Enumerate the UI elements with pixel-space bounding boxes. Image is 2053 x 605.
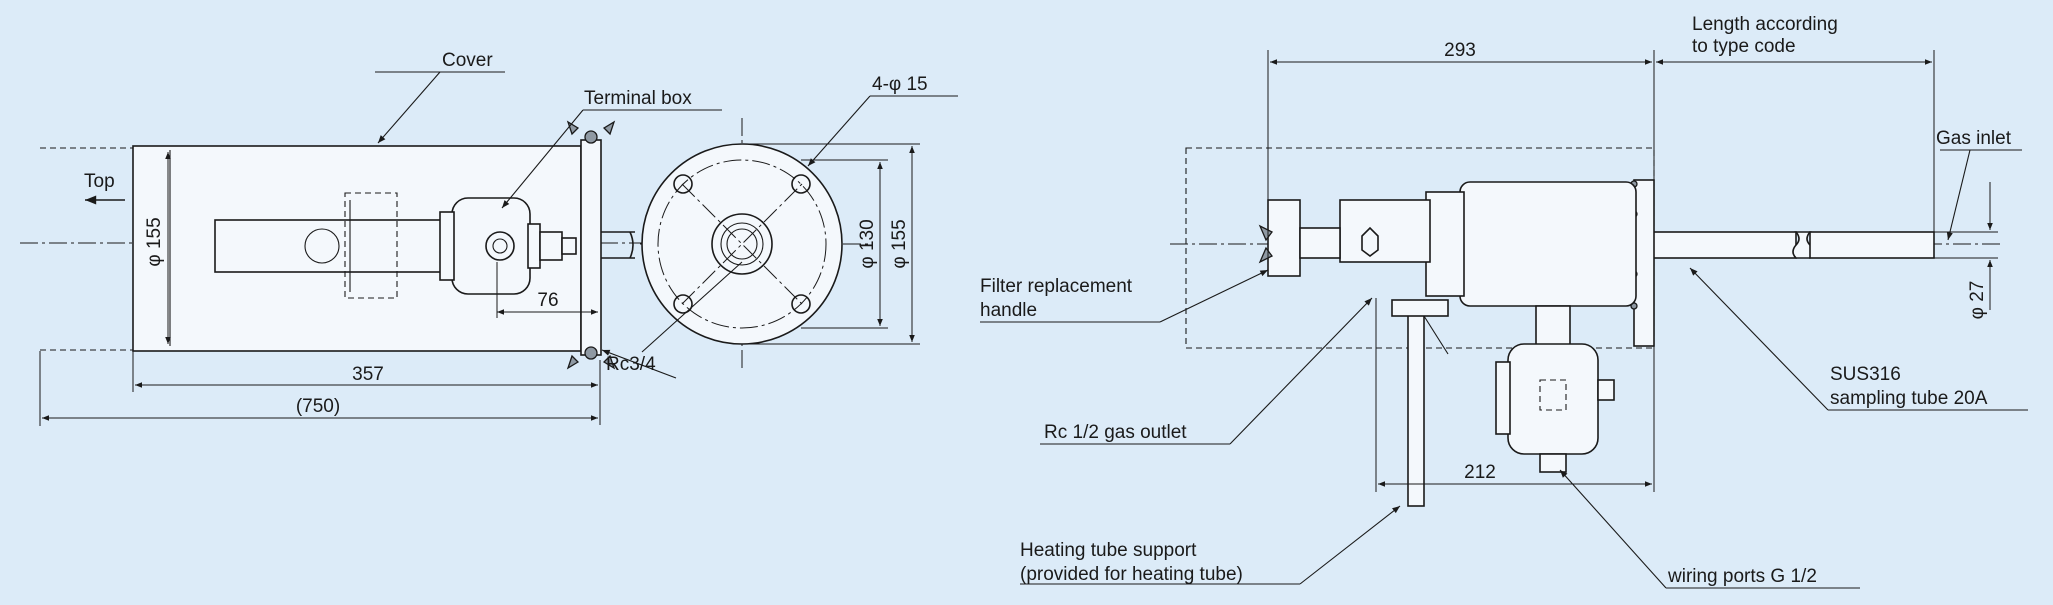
top-label: Top	[84, 171, 115, 192]
side-flange	[1633, 179, 1655, 347]
flange-view	[640, 118, 870, 372]
dim-dia155-left: φ 155	[144, 217, 165, 266]
wiring-label: wiring ports G 1/2	[1667, 566, 1817, 587]
gas-inlet-label: Gas inlet	[1936, 128, 2012, 149]
dim-357: 357	[352, 364, 384, 385]
cover-label: Cover	[442, 50, 493, 71]
flange-circle	[641, 143, 843, 345]
dim-212: 212	[1464, 462, 1496, 483]
dim-dia27: φ 27	[1967, 281, 1988, 320]
length-label-line1: Length according	[1692, 14, 1838, 35]
sus-label-line1: SUS316	[1830, 364, 1901, 385]
dim-293: 293	[1444, 40, 1476, 61]
sus-label-line2: sampling tube 20A	[1830, 388, 1988, 409]
side-main-body	[1459, 181, 1637, 307]
support-label-line1: Heating tube support	[1020, 540, 1197, 561]
rc34-label: Rc3/4	[606, 354, 656, 375]
side-view	[1170, 147, 2000, 507]
support-label-line2: (provided for heating tube)	[1020, 564, 1243, 585]
filter-handle	[1267, 199, 1301, 277]
length-label-line2: to type code	[1692, 36, 1796, 57]
holes-label: 4-φ 15	[872, 74, 928, 95]
filter-label-line1: Filter replacement	[980, 276, 1133, 297]
dim-76: 76	[537, 290, 558, 311]
gas-outlet-label: Rc 1/2 gas outlet	[1044, 422, 1187, 443]
dim-750: (750)	[296, 396, 340, 417]
terminal-box-body	[451, 197, 531, 295]
dim-dia130: φ 130	[857, 219, 878, 268]
side-terminal-box	[1507, 343, 1599, 455]
dim-dia155-flange: φ 155	[889, 219, 910, 268]
top-view	[20, 120, 650, 370]
filter-label-line2: handle	[980, 300, 1037, 321]
terminal-box-label: Terminal box	[584, 88, 692, 109]
